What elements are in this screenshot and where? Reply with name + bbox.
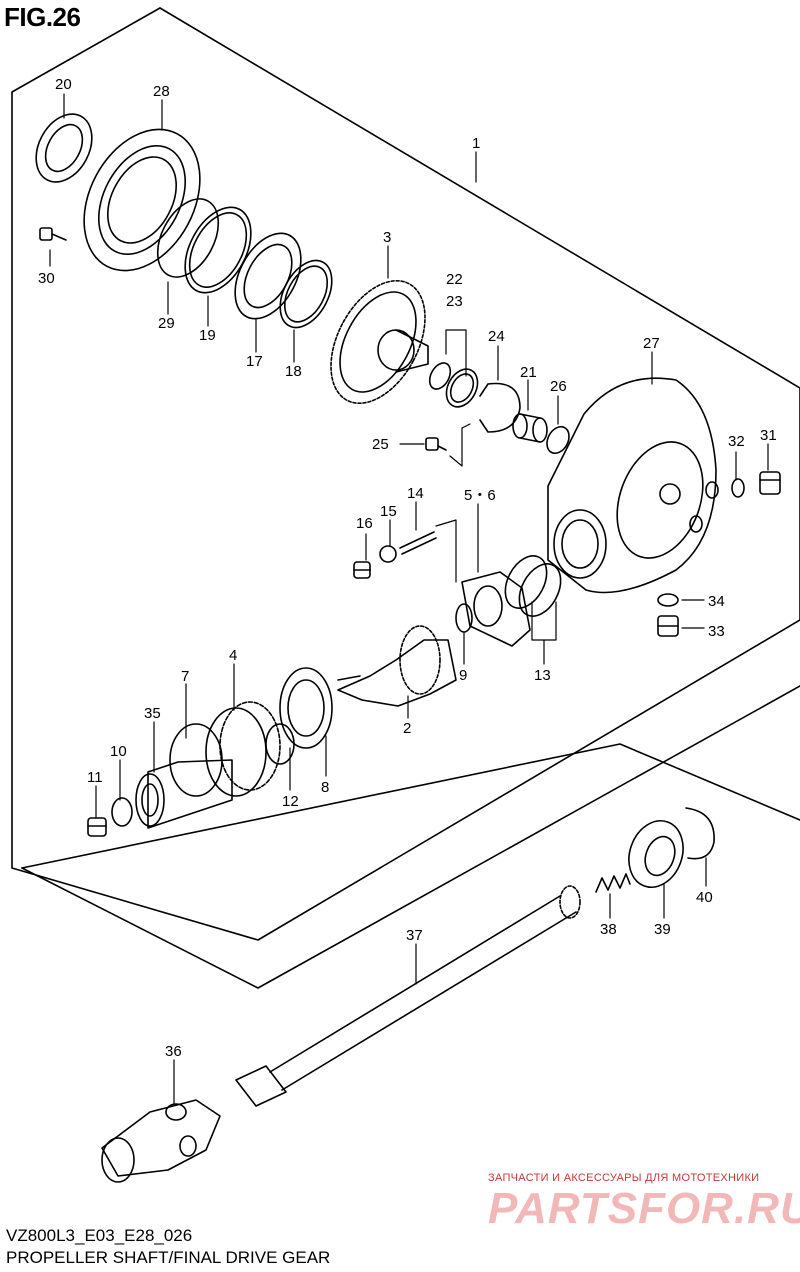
callout-7: 7 [181,668,189,685]
callout-9: 9 [459,667,467,684]
part-bolt-25 [425,437,447,451]
part-ring-18 [279,259,333,329]
part-bearing-17 [234,232,302,320]
part-washer-23 [445,368,479,408]
part-spacer-9 [455,603,473,633]
part-washer-15 [379,545,397,563]
callout-33: 33 [708,623,725,640]
callout-56: 5・6 [464,487,496,504]
callout-16: 16 [356,515,373,532]
leader-lines [49,93,769,1105]
part-washer-10 [111,797,133,827]
part-final-gear-case-27 [547,377,719,594]
callout-36: 36 [165,1043,182,1060]
assembly-frame-lower [21,685,800,989]
figure-title: FIG.26 [4,2,81,32]
callout-40: 40 [696,889,713,906]
callout-22: 22 [446,271,463,288]
callout-2: 2 [403,720,411,737]
part-bolt-33 [657,615,679,637]
part-clip-24 [479,382,521,433]
part-universal-joint-36 [101,1099,221,1183]
callout-32: 32 [728,433,745,450]
callout-25: 25 [372,436,389,453]
part-shim-19 [184,206,252,294]
callout-29: 29 [158,315,175,332]
part-spring-38 [595,873,631,893]
callout-4: 4 [229,647,237,664]
figure-code: VZ800L3_E03_E28_026 [6,1226,193,1245]
callout-12: 12 [282,793,299,810]
callout-31: 31 [760,427,777,444]
callout-17: 17 [246,353,263,370]
part-nut-11 [87,817,107,837]
callout-8: 8 [321,779,329,796]
part-washer-34 [657,593,679,607]
callout-27: 27 [643,335,660,352]
part-circlip-40 [685,807,715,860]
callout-20: 20 [55,76,72,93]
callout-15: 15 [380,503,397,520]
callout-13: 13 [534,667,551,684]
part-shim-13 [504,555,562,617]
part-plug-31 [759,471,781,495]
callout-39: 39 [654,921,671,938]
callout-28: 28 [153,83,170,100]
part-bearing-8 [279,667,333,749]
callout-18: 18 [285,363,302,380]
watermark-logo: PARTSFOR.RU [488,1184,800,1233]
figure-name: PROPELLER SHAFT/FINAL DRIVE GEAR [6,1248,331,1267]
callout-26: 26 [550,378,567,395]
watermark-tagline: ЗАПЧАСТИ И АКСЕССУАРЫ ДЛЯ МОТОТЕХНИКИ [488,1172,760,1184]
callout-19: 19 [199,327,216,344]
callout-34: 34 [708,593,725,610]
part-washer-32 [731,478,745,498]
callout-23: 23 [446,293,463,310]
callout-30: 30 [38,270,55,287]
callout-1: 1 [472,135,480,152]
callout-14: 14 [407,485,424,502]
callout-11: 11 [87,769,103,786]
part-coupling-35 [135,759,233,829]
part-boot-39 [628,820,684,888]
part-pinion-gear-2 [337,625,457,707]
callout-37: 37 [406,927,423,944]
assembly-frame-left [11,7,800,941]
part-washer-22 [428,362,452,390]
assembly-frame-upper [159,7,800,621]
part-cover-28 [83,128,201,272]
part-seal-26 [546,425,570,455]
callout-24: 24 [488,328,505,345]
callout-3: 3 [383,229,391,246]
part-propeller-shaft-37 [235,885,581,1107]
part-bearing-21 [512,413,548,443]
part-bearing-housing-5-6 [461,571,531,647]
part-nut-16 [353,561,371,579]
part-oil-seal-20 [35,113,93,183]
part-bolt-30 [39,227,67,241]
callout-labels: 20 28 1 3 30 22 23 29 19 24 27 17 18 21 … [38,76,777,1060]
part-ring-gear-3 [330,279,429,405]
callout-10: 10 [110,743,127,760]
callout-21: 21 [520,364,537,381]
part-ring-29 [156,198,220,278]
assembly-frame-lower-2 [21,743,800,869]
callout-35: 35 [144,705,161,722]
part-stud-14 [399,531,437,555]
callout-38: 38 [600,921,617,938]
